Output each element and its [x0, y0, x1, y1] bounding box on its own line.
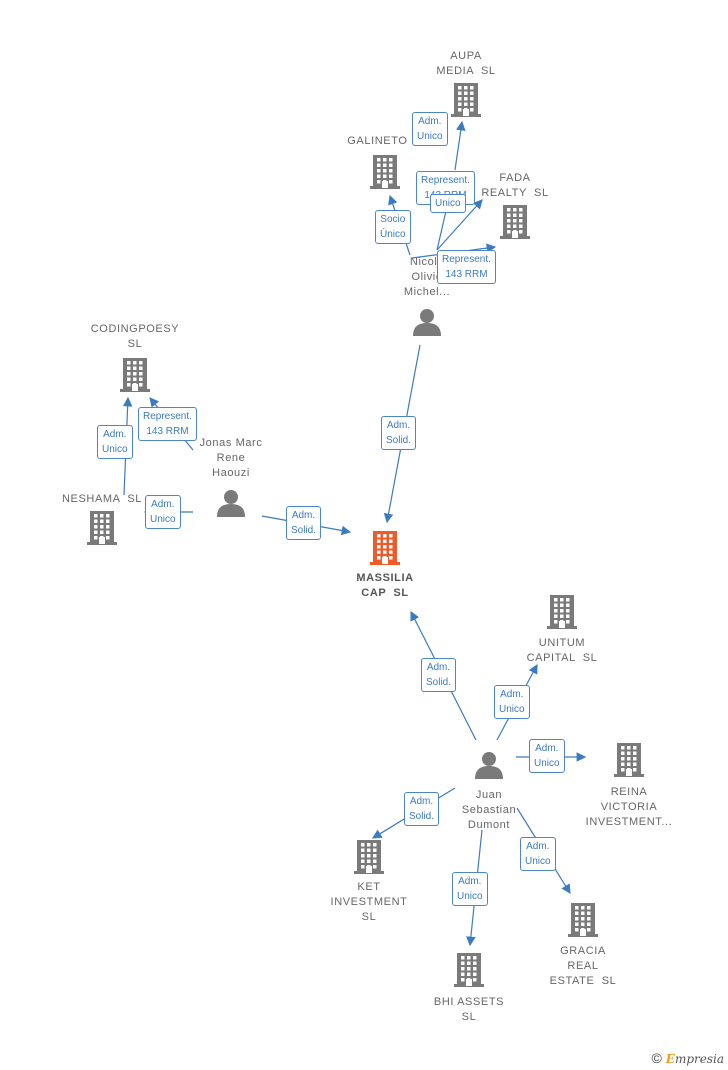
bhi-building-icon[interactable] — [453, 952, 485, 993]
juan-label[interactable]: Juan Sebastian Dumont — [461, 789, 517, 831]
role-badge-r7: Represent. 143 RRM — [138, 407, 197, 441]
gracia-building-icon[interactable] — [567, 902, 599, 943]
bhi-label[interactable]: BHI ASSETS SL — [433, 996, 505, 1023]
brand-initial: E — [665, 1052, 675, 1066]
role-badge-r15: Adm. Unico — [520, 837, 556, 871]
footer-brand: ©Empresia — [651, 1050, 724, 1066]
role-badge-r9: Adm. Unico — [145, 495, 181, 529]
neshama-building-icon[interactable] — [86, 510, 118, 551]
jonas-label[interactable]: Jonas Marc Rene Haouzi — [199, 437, 263, 479]
edge-line-1 — [454, 120, 466, 171]
edge-line-3 — [436, 199, 483, 251]
role-badge-r16: Adm. Unico — [452, 872, 488, 906]
role-badge-r13: Adm. Unico — [529, 739, 565, 773]
unitum-label[interactable]: UNITUM CAPITAL SL — [526, 637, 598, 664]
role-badge-r1: Adm. Unico — [412, 112, 448, 146]
role-badge-r6: Adm. Solid. — [381, 416, 417, 450]
ket-building-icon[interactable] — [353, 839, 385, 880]
codingpoesy-label[interactable]: CODINGPOESY SL — [90, 323, 180, 350]
role-badge-r8: Adm. Unico — [97, 425, 133, 459]
fada-building-icon[interactable] — [499, 204, 531, 245]
role-badge-r4: Socio Único — [375, 210, 411, 244]
juan-person-icon[interactable] — [474, 750, 504, 785]
reina-label[interactable]: REINA VICTORIA INVESTMENT... — [585, 786, 673, 828]
neshama-label[interactable]: NESHAMA SL — [62, 493, 142, 505]
gracia-label[interactable]: GRACIA REAL ESTATE SL — [549, 945, 617, 987]
massilia-building-icon[interactable] — [369, 530, 401, 571]
galineto-building-icon[interactable] — [369, 154, 401, 195]
massilia-label[interactable]: MASSILIA CAP SL — [356, 572, 414, 599]
nicolas-person-icon[interactable] — [412, 307, 442, 342]
codingpoesy-building-icon[interactable] — [119, 357, 151, 398]
aupa-label[interactable]: AUPA MEDIA SL — [436, 50, 496, 77]
brand-name: mpresia — [674, 1052, 724, 1066]
reina-building-icon[interactable] — [613, 742, 645, 783]
role-badge-r3: Unico — [430, 194, 466, 213]
copyright-symbol: © — [651, 1050, 662, 1066]
role-badge-r10: Adm. Solid. — [286, 506, 322, 540]
nicolas-label[interactable]: Nicola Olivie Michel... — [403, 256, 451, 298]
ket-label[interactable]: KET INVESTMENT SL — [330, 881, 408, 923]
role-badge-r12: Adm. Unico — [494, 685, 530, 719]
role-badge-r14: Adm. Solid. — [404, 792, 440, 826]
unitum-building-icon[interactable] — [546, 594, 578, 635]
fada-label[interactable]: FADA REALTY SL — [481, 172, 549, 199]
aupa-building-icon[interactable] — [450, 82, 482, 123]
role-badge-r5: Represent. 143 RRM — [437, 250, 496, 284]
jonas-person-icon[interactable] — [216, 488, 246, 523]
role-badge-r11: Adm. Solid. — [421, 658, 457, 692]
